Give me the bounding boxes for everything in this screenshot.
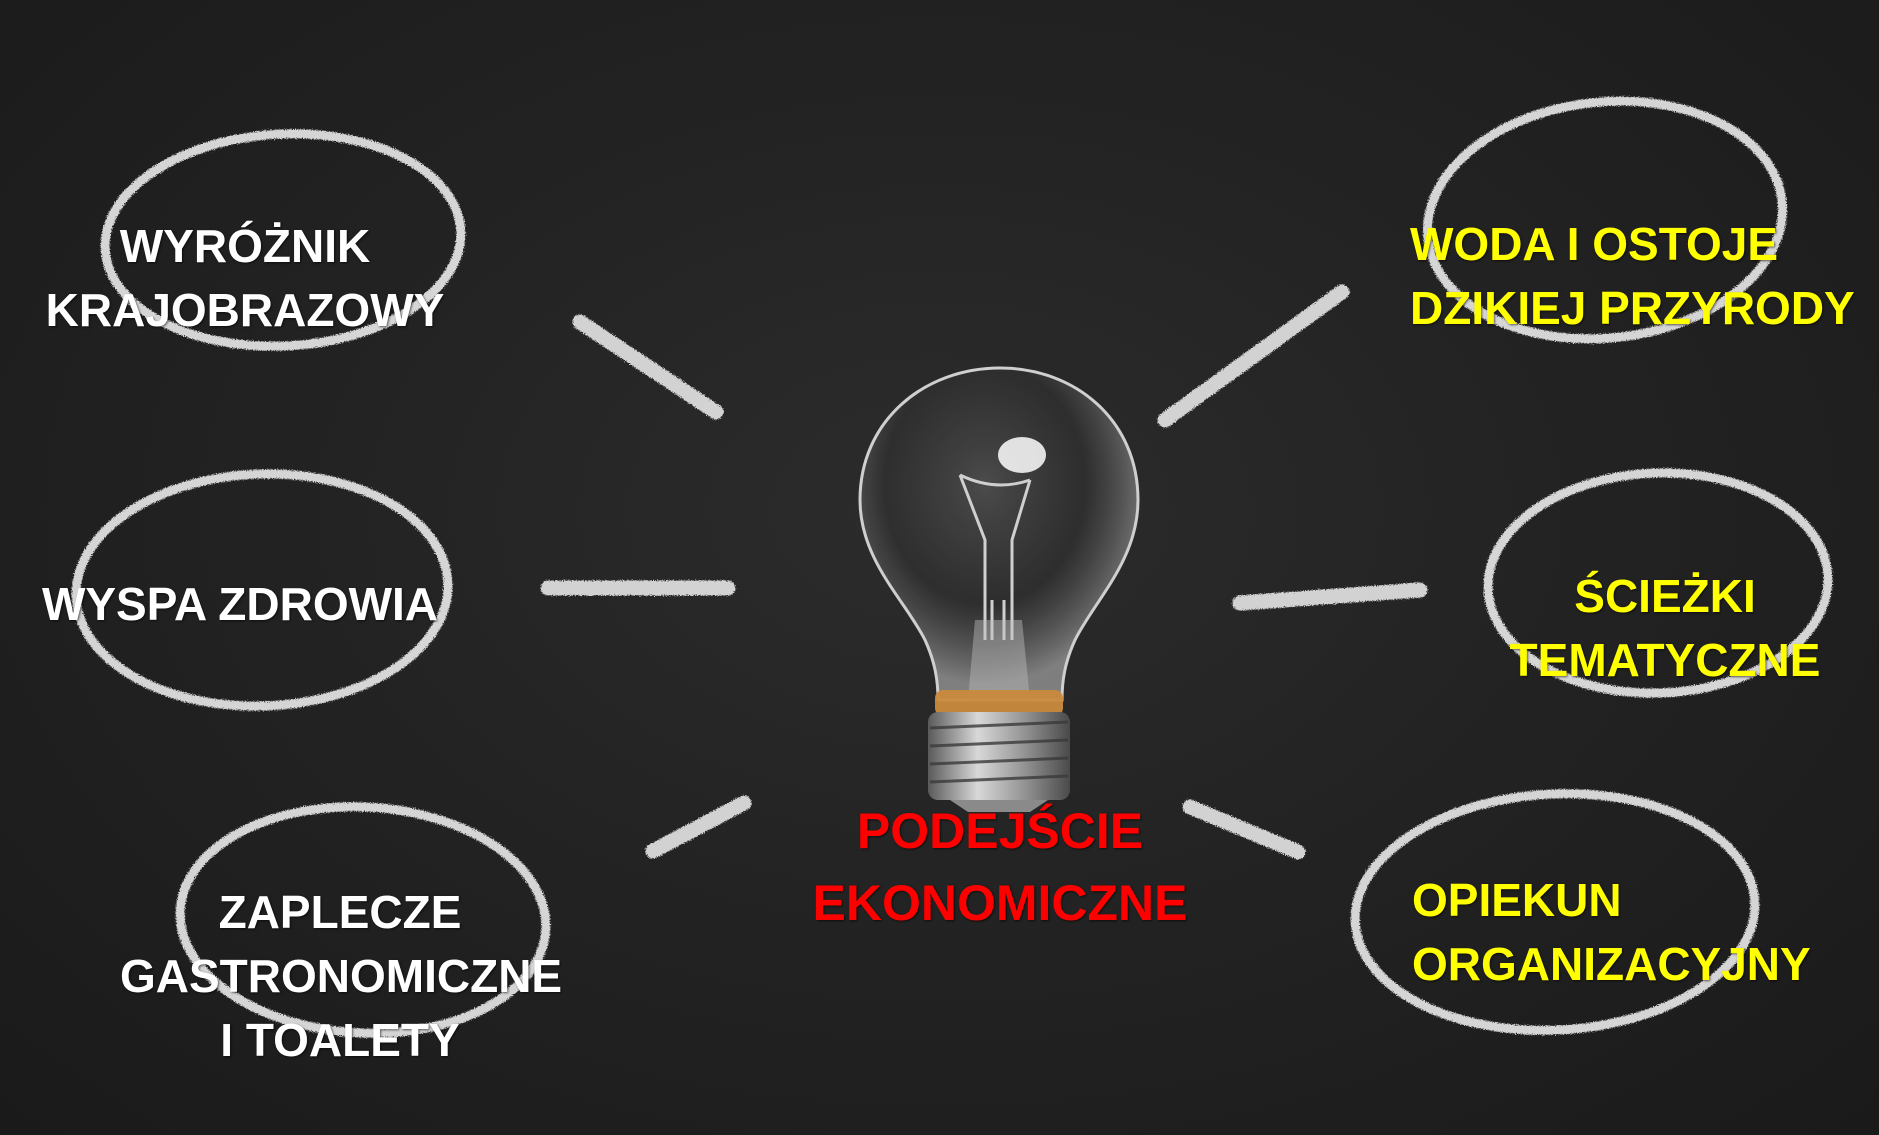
node-wyspa: WYSPA ZDROWIA — [40, 572, 440, 636]
node-sciezki-line-1: ŚCIEŻKI — [1574, 570, 1756, 622]
node-wyspa-line-1: WYSPA ZDROWIA — [41, 578, 439, 630]
chalk-ray-mid-right — [1232, 582, 1428, 611]
center-topic-line-1: PODEJŚCIE — [856, 803, 1144, 859]
chalk-ray-bottom-left — [645, 795, 752, 859]
light-bulb-icon — [858, 366, 1140, 812]
node-sciezki: ŚCIEŻKI TEMATYCZNE — [1500, 564, 1830, 692]
chalk-circle-opiekun — [1350, 789, 1760, 1035]
node-woda: WODA I OSTOJE DZIKIEJ PRZYRODY — [1410, 212, 1855, 340]
node-woda-line-1: WODA I OSTOJE — [1410, 218, 1779, 270]
chalk-ray-top-right — [1157, 284, 1350, 428]
chalk-ray-bottom-right — [1182, 799, 1306, 860]
node-zaplecze-line-2: GASTRONOMICZNE — [120, 950, 563, 1002]
node-zaplecze-line-3: I TOALETY — [220, 1014, 460, 1066]
node-wyroznik: WYRÓŻNIK KRAJOBRAZOWY — [45, 214, 445, 342]
chalk-ray-top-left — [572, 314, 724, 420]
node-zaplecze-line-1: ZAPLECZE — [218, 886, 462, 938]
node-sciezki-line-2: TEMATYCZNE — [1509, 634, 1821, 686]
center-topic: PODEJŚCIE EKONOMICZNE — [790, 795, 1210, 939]
node-opiekun-line-1: OPIEKUN — [1412, 874, 1622, 926]
node-wyroznik-line-2: KRAJOBRAZOWY — [45, 284, 445, 336]
center-topic-line-2: EKONOMICZNE — [812, 875, 1188, 931]
chalk-circle-sciezki — [1483, 468, 1833, 698]
node-opiekun: OPIEKUN ORGANIZACYJNY — [1412, 868, 1832, 996]
node-woda-line-2: DZIKIEJ PRZYRODY — [1410, 282, 1855, 334]
chalk-circle-zaplecze — [175, 802, 551, 1038]
node-zaplecze: ZAPLECZE GASTRONOMICZNE I TOALETY — [120, 880, 563, 1072]
chalk-circle-wyspa — [71, 469, 453, 711]
node-wyroznik-line-1: WYRÓŻNIK — [119, 220, 371, 272]
chalk-circle-wyroznik — [100, 129, 466, 351]
chalk-circle-woda — [1423, 96, 1787, 344]
node-opiekun-line-2: ORGANIZACYJNY — [1412, 938, 1811, 990]
